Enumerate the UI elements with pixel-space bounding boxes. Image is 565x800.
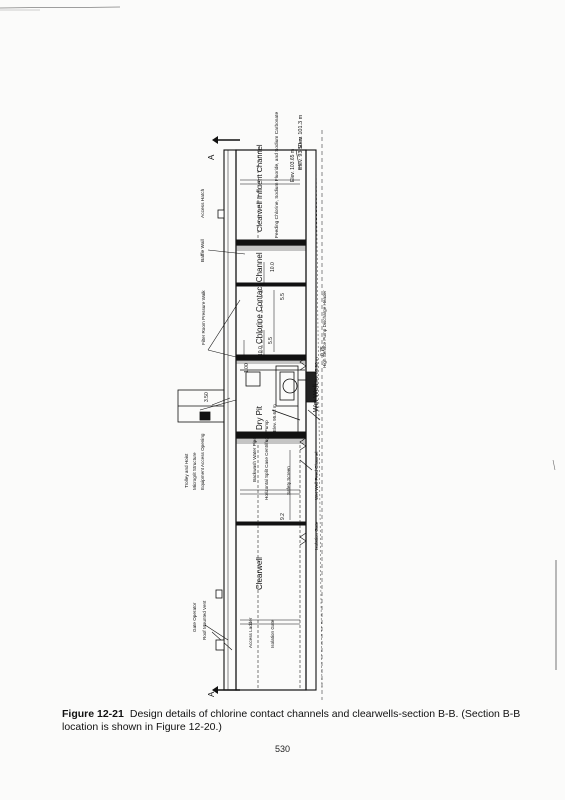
safety-screen-label: Safety Screen (286, 466, 291, 495)
section-marker-top: A (207, 136, 240, 160)
svg-text:3.50: 3.50 (204, 392, 210, 402)
svg-text:5.5: 5.5 (280, 293, 286, 300)
water-surface-lines (257, 150, 301, 690)
interior-walls (235, 239, 307, 526)
elev-top-label: Elev. 101.3 m (298, 114, 304, 148)
scan-edge-line (0, 6, 121, 9)
feeding-note: Feeding Chlorine, Sodium Fluoride, and S… (274, 112, 280, 238)
wet-well-label: Wet Well (313, 384, 320, 412)
svg-text:9.2: 9.2 (280, 513, 286, 520)
elev-mid-label: Elev. 93.50 m (298, 136, 304, 170)
microgrit-label: Microgrit Structure (192, 452, 197, 490)
access-ladder-label: Access Ladder (248, 617, 253, 648)
dry-pit-label: Dry Pit (255, 405, 264, 430)
svg-text:A: A (207, 154, 216, 160)
page-number: 530 (274, 744, 291, 754)
backwash-pipe-label: Backwash Water Pipe (252, 437, 257, 482)
filter-room-label: Filter Room Pressure Walk (201, 290, 206, 345)
chlorine-contact-label: Chlorine Contact Channel (255, 252, 264, 344)
access-hatch-label: Access Hatch (200, 188, 206, 218)
wet-well-feed-label: Wet Well Feed Channel (314, 452, 319, 500)
slab-hatching (236, 245, 306, 444)
elev-wet-well-label: Elev. 85.90 m (314, 357, 319, 385)
equipment-access-label: Equipment Access Opening (200, 433, 205, 490)
isolation-gate-left-label: Isolation Gate (270, 619, 275, 648)
high-service-pump-label: High Service Pump Discharge Header (322, 290, 327, 368)
caption-text: Design details of chlorine contact chann… (62, 708, 521, 733)
break-marks (299, 357, 307, 546)
dimension-labels: 3.50 10.0 5.5 5.5 10.0 9.2 0.75 1.00 (204, 262, 326, 520)
figure-number: Figure 12-21 (62, 708, 124, 720)
elev-upper-label: Elev. 103.65 m (290, 149, 296, 182)
elev-dry-pit-label: Elev. 95.62 m (272, 404, 277, 432)
svg-text:A: A (207, 691, 216, 697)
dimension-lines (243, 262, 291, 520)
trolley-hoist (177, 389, 225, 423)
gate-operator-label: Gate Operator (192, 602, 197, 632)
leader-lines (199, 149, 321, 651)
clearwell-influent-label: Clearwell Influent Channel (255, 144, 264, 232)
horizontal-split-label: Horizontal Split Case Centrifugal Pump (264, 420, 269, 500)
trolley-hoist-label: Trolley and Hoist (184, 453, 189, 488)
pump-equipment (240, 365, 317, 432)
svg-text:0.75: 0.75 (320, 346, 326, 356)
svg-text:10.0: 10.0 (258, 346, 264, 356)
baffle-wall-label: Baffle Wall (200, 239, 206, 262)
roof-vent-label: Roof Mounted Vent (202, 600, 207, 640)
ladders (240, 179, 300, 625)
svg-text:10.0: 10.0 (270, 262, 276, 272)
margin-mark (552, 459, 556, 471)
section-marker-bottom: A (207, 686, 240, 697)
roof-vents (215, 209, 225, 651)
svg-text:5.5: 5.5 (268, 337, 274, 344)
isolation-gate-right-label: Isolation Gate (314, 521, 319, 550)
clearwell-label: Clearwell (255, 557, 264, 590)
svg-text:1.00: 1.00 (244, 363, 250, 373)
